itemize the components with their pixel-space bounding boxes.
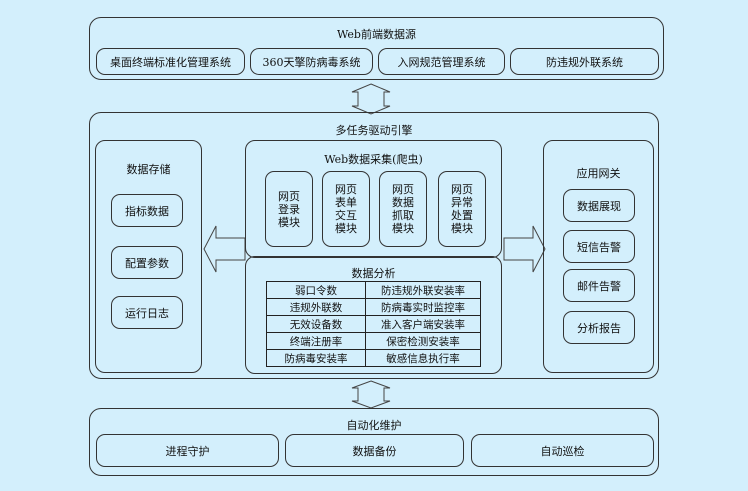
crawler-module-login: 网页 登录 模块 — [265, 171, 313, 247]
metric-cell: 防病毒实时监控率 — [365, 298, 481, 316]
metric-cell: 无效设备数 — [266, 315, 366, 333]
metric-cell: 准入客户端安装率 — [365, 315, 481, 333]
table-row: 无效设备数 准入客户端安装率 — [266, 315, 481, 333]
gateway-item-sms-alert: 短信告警 — [563, 230, 635, 263]
metric-cell: 防病毒安装率 — [266, 349, 366, 367]
gateway-item-display: 数据展现 — [563, 189, 635, 222]
crawler-module-exception: 网页 异常 处置 模块 — [438, 171, 486, 247]
storage-item-config: 配置参数 — [111, 246, 183, 279]
metric-cell: 弱口令数 — [266, 281, 366, 299]
analysis-metrics-table: 弱口令数 防违规外联安装率 违规外联数 防病毒实时监控率 无效设备数 准入客户端… — [266, 281, 481, 367]
maintenance-item-process-guard: 进程守护 — [96, 434, 279, 467]
storage-title: 数据存储 — [126, 163, 171, 176]
maintenance-title: 自动化维护 — [346, 419, 402, 432]
analysis-panel: 数据分析 弱口令数 防违规外联安装率 违规外联数 防病毒实时监控率 无效设备数 … — [245, 256, 502, 374]
gateway-title: 应用网关 — [576, 167, 621, 180]
web-frontend-panel: Web前端数据源 桌面终端标准化管理系统 360天擎防病毒系统 入网规范管理系统… — [89, 17, 664, 80]
crawler-module-scrape: 网页 数据 抓取 模块 — [379, 171, 427, 247]
crawler-title: Web数据采集(爬虫) — [324, 153, 423, 166]
system-network-access: 入网规范管理系统 — [378, 48, 505, 75]
table-row: 防病毒安装率 敏感信息执行率 — [266, 349, 481, 367]
system-external-connection: 防违规外联系统 — [510, 48, 659, 75]
double-arrow-top-icon — [351, 83, 391, 115]
crawler-panel: Web数据采集(爬虫) 网页 登录 模块 网页 表单 交互 模块 网页 数据 抓… — [245, 140, 502, 258]
metric-cell: 违规外联数 — [266, 298, 366, 316]
table-row: 违规外联数 防病毒实时监控率 — [266, 298, 481, 316]
metric-cell: 终端注册率 — [266, 332, 366, 350]
storage-item-log: 运行日志 — [111, 296, 183, 329]
metric-cell: 保密检测安装率 — [365, 332, 481, 350]
storage-item-indicator: 指标数据 — [111, 194, 183, 227]
gateway-item-report: 分析报告 — [563, 311, 635, 344]
maintenance-item-inspection: 自动巡检 — [471, 434, 654, 467]
analysis-title: 数据分析 — [351, 267, 396, 280]
table-row: 弱口令数 防违规外联安装率 — [266, 281, 481, 299]
system-desktop-terminal: 桌面终端标准化管理系统 — [96, 48, 245, 75]
table-row: 终端注册率 保密检测安装率 — [266, 332, 481, 350]
right-arrow-icon — [503, 225, 546, 273]
maintenance-item-backup: 数据备份 — [285, 434, 464, 467]
gateway-item-email-alert: 邮件告警 — [563, 269, 635, 302]
storage-panel: 数据存储 指标数据 配置参数 运行日志 — [95, 140, 202, 373]
double-arrow-bottom-icon — [351, 380, 391, 409]
maintenance-panel: 自动化维护 进程守护 数据备份 自动巡检 — [89, 408, 659, 476]
crawler-module-form: 网页 表单 交互 模块 — [322, 171, 370, 247]
engine-title: 多任务驱动引擎 — [335, 124, 413, 137]
engine-panel: 多任务驱动引擎 — [89, 112, 659, 379]
metric-cell: 敏感信息执行率 — [365, 349, 481, 367]
gateway-panel: 应用网关 数据展现 短信告警 邮件告警 分析报告 — [543, 140, 654, 373]
metric-cell: 防违规外联安装率 — [365, 281, 481, 299]
left-arrow-icon — [203, 225, 246, 273]
system-antivirus: 360天擎防病毒系统 — [250, 48, 373, 75]
web-frontend-title: Web前端数据源 — [337, 28, 416, 41]
